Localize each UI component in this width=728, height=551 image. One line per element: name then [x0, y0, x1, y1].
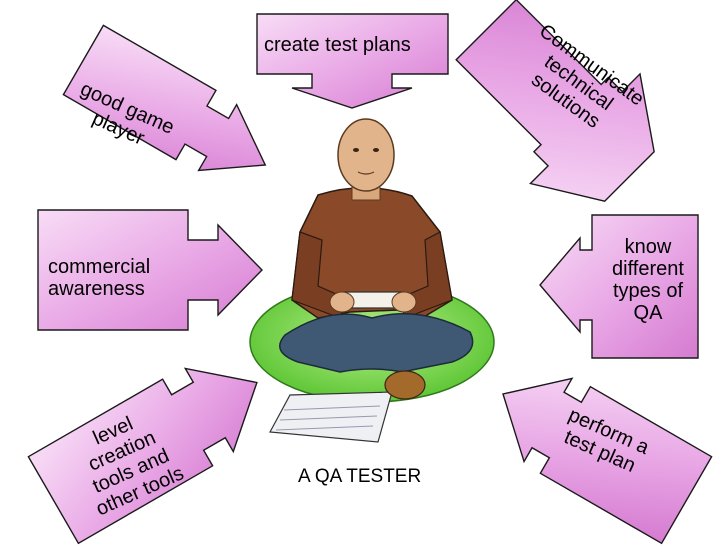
label-qa-line2: different [612, 258, 684, 280]
pants [279, 313, 474, 373]
shoe [384, 370, 426, 400]
arrow-commercial-awareness [37, 209, 263, 331]
arrow-level-tools [27, 367, 258, 545]
center-caption: A QA TESTER [298, 466, 422, 487]
label-commercial-awareness: commercial awareness [48, 256, 150, 300]
papers-icon [269, 391, 393, 443]
arrow-communicate [455, 0, 655, 202]
qa-tester-figure [249, 118, 495, 443]
label-qa-line4: QA [633, 302, 663, 324]
label-commercial-line2: awareness [48, 278, 145, 300]
label-commercial-line1: commercial [48, 256, 151, 278]
arrow-perform-test-plan [502, 377, 713, 545]
head [337, 118, 395, 192]
label-qa-types: know different types of QA [600, 236, 696, 324]
label-create-test-plans: create test plans [264, 34, 411, 56]
label-qa-line3: types of [612, 280, 684, 302]
arrow-create-test-plans [256, 13, 449, 109]
label-qa-line1: know [624, 236, 672, 258]
arrow-qa-types [539, 214, 699, 359]
arrow-good-game-player [62, 24, 267, 172]
